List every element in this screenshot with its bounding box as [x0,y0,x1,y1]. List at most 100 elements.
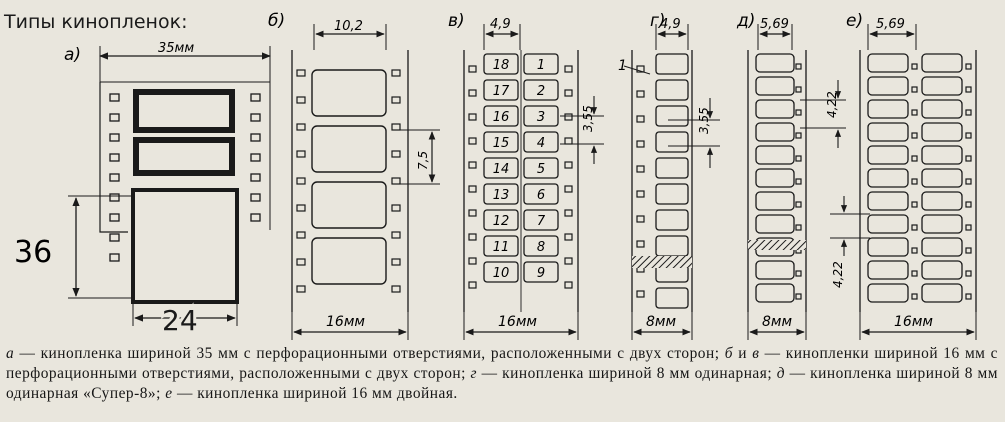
perforation [564,233,573,241]
perforation [636,165,645,173]
panel-v-side-dim: 3,55 [581,105,595,132]
perforation [391,123,401,131]
frame-number: 14 [493,162,510,177]
film-frame [483,53,519,75]
film-frame [755,260,795,280]
perforation [965,86,972,93]
perforation [468,233,477,241]
film-frame [523,53,559,75]
film-frame [755,145,795,165]
film-frame [655,131,689,153]
perforation [250,133,261,142]
perforation [795,132,802,139]
frame-number: 5 [537,162,545,177]
caption-g-text: — кинопленка шириной 8 мм одинарная; [477,365,777,382]
panel-b: б) 10,2 7,5 16мм [268,11,440,340]
panel-e-bottom-dim: 16мм [894,314,933,330]
film-frame [655,209,689,231]
film-frame [867,53,909,73]
film-frame [523,261,559,283]
film-frame [755,283,795,303]
panel-a-width24-label: 24 [162,304,198,337]
perforation [391,231,401,239]
perforation [250,193,261,202]
film-frame [921,122,963,142]
perforation [795,293,802,300]
film-frame [755,191,795,211]
perforation [911,224,918,231]
film-frame [311,125,387,173]
panel-b-frames [311,69,387,285]
perforation [391,69,401,77]
perforation [965,178,972,185]
film-frame [483,131,519,153]
perforation [911,270,918,277]
panel-d-splice [748,240,806,250]
panel-e-top-dim: 5,69 [876,17,905,32]
perforation [109,153,120,162]
panel-d-bottom-dim: 8мм [762,314,792,330]
film-frame [867,122,909,142]
perforation [564,137,573,145]
film-frame [523,235,559,257]
perforation [795,63,802,70]
panel-a-frame [133,89,235,133]
caption-v-letter: в [752,345,760,362]
panel-a-height-label: 36 [14,235,52,270]
film-frame [523,157,559,179]
perforation [636,115,645,123]
perforation [468,89,477,97]
perforation [296,69,306,77]
perforation [296,204,306,212]
perforation [965,63,972,70]
film-frame [655,105,689,127]
panel-g-side-dim: 3,55 [697,107,711,134]
film-frame [483,79,519,101]
panel-v-perforations [468,65,573,289]
panel-v-bottom-dim: 16мм [498,314,537,330]
perforation [109,193,120,202]
perforation [296,231,306,239]
film-frame [867,191,909,211]
perforation [564,281,573,289]
panel-a-width-label: 35мм [158,41,194,56]
film-frame [921,214,963,234]
perforation [391,177,401,185]
film-frame [655,157,689,179]
caption-and-word: и [733,345,753,362]
perforation [911,178,918,185]
frame-number: 4 [537,136,545,151]
film-frame [483,183,519,205]
panel-b-perforations [296,69,401,293]
film-frame [483,157,519,179]
perforation [391,204,401,212]
perforation [296,285,306,293]
panel-a-big-frame [131,188,239,304]
perforation [564,185,573,193]
perforation [296,123,306,131]
film-frame [921,191,963,211]
perforation [296,177,306,185]
caption-a-text: — кинопленка шириной 35 мм с перфорацион… [14,345,725,362]
frame-number: 13 [493,188,510,203]
perforation [468,65,477,73]
perforation [965,155,972,162]
perforation [564,113,573,121]
panel-d: д) 5,69 4,22 8мм [736,11,846,340]
film-frame [655,79,689,101]
panel-b-bottom-dim: 16мм [326,314,365,330]
film-frame [867,168,909,188]
film-frame [655,53,689,75]
film-frame [483,209,519,231]
perforation [109,93,120,102]
film-frame [483,105,519,127]
panel-g-bottom-dim: 8мм [646,314,676,330]
panel-g-top-dim: 4,9 [660,17,681,32]
film-frame [921,237,963,257]
perforation [636,290,645,298]
perforation [911,155,918,162]
perforation [391,285,401,293]
film-frame [483,261,519,283]
perforation [391,150,401,158]
